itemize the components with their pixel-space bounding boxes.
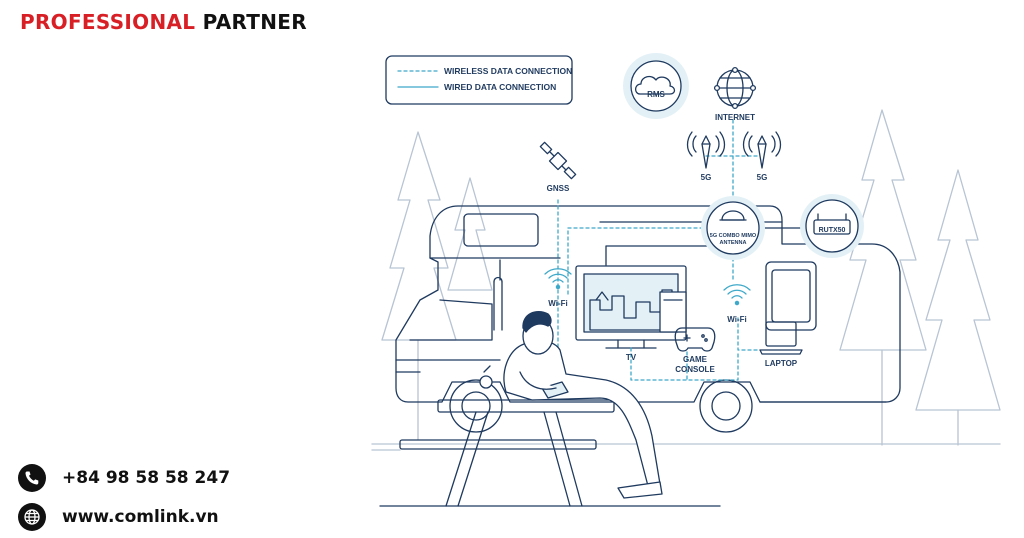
wifi-left-icon	[544, 268, 572, 290]
wifi-left-label: Wi-Fi	[548, 299, 567, 308]
wireless-connection-lines	[557, 119, 761, 381]
console-label-line1: GAME	[683, 355, 708, 364]
website-url: www.comlink.vn	[62, 507, 219, 527]
brand-title-professional: PROFESSIONAL	[20, 10, 196, 34]
phone-number: +84 98 58 58 247	[62, 468, 231, 488]
rms-node	[630, 60, 682, 112]
legend-wired-label: WIRED DATA CONNECTION	[444, 82, 556, 92]
antenna-label-line1: 5G COMBO MIMO	[710, 233, 757, 239]
router-node	[805, 199, 859, 253]
brand-title: PROFESSIONAL PARTNER	[20, 10, 307, 34]
satellite-icon	[539, 141, 577, 180]
globe-icon	[18, 503, 46, 531]
brand-title-partner: PARTNER	[202, 10, 307, 34]
person-illustration	[479, 311, 663, 499]
picnic-table-icon	[379, 399, 721, 507]
internet-label: INTERNET	[715, 113, 755, 122]
console-label-line2: CONSOLE	[675, 365, 715, 374]
wifi-right-label: Wi-Fi	[727, 315, 746, 324]
antenna-node	[706, 201, 760, 255]
tree-right-icon	[839, 109, 1001, 446]
gnss-label: GNSS	[547, 184, 570, 193]
laptop-label: LAPTOP	[765, 359, 798, 368]
wifi-right-icon	[723, 284, 751, 306]
internet-globe-icon	[713, 66, 757, 110]
legend-wireless-label: WIRELESS DATA CONNECTION	[444, 66, 572, 76]
phone-contact[interactable]: +84 98 58 58 247	[18, 464, 230, 492]
tree-left-icon	[381, 131, 493, 441]
diagram-labels: WIRELESS DATA CONNECTION WIRED DATA CONN…	[444, 66, 846, 374]
tv-label: TV	[626, 353, 637, 362]
rms-label: RMS	[647, 90, 665, 99]
camper-van-icon	[395, 205, 901, 433]
tv-icon	[575, 265, 687, 349]
tower-left-label: 5G	[701, 173, 712, 182]
laptop-icon	[759, 321, 803, 355]
cloud-icon	[634, 75, 676, 95]
game-console-icon	[674, 327, 716, 352]
cell-tower-right-icon	[742, 131, 782, 169]
cell-tower-left-icon	[686, 131, 726, 169]
legend-box	[385, 55, 573, 105]
router-icon	[813, 219, 851, 235]
antenna-label-line2: ANTENNA	[720, 240, 747, 246]
website-contact[interactable]: www.comlink.vn	[18, 503, 219, 531]
tower-right-label: 5G	[757, 173, 768, 182]
phone-icon	[18, 464, 46, 492]
router-label: RUTX50	[819, 227, 846, 234]
